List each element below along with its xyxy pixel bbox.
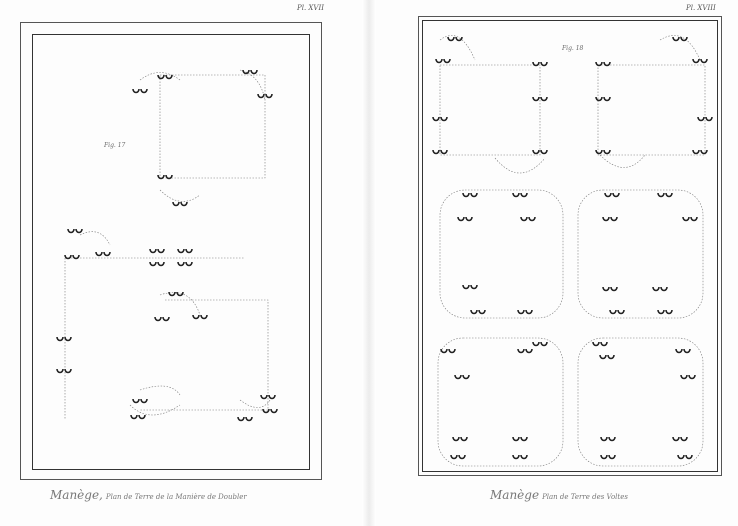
right-plate-inner-frame	[422, 20, 718, 472]
right-page	[376, 0, 738, 526]
right-hoof-prints	[433, 37, 712, 459]
right-plate-number: Pl. XVIII	[686, 4, 716, 12]
left-caption-text: Plan de Terre de la Manière de Doubler	[105, 493, 247, 501]
left-figure-label: Fig. 17	[103, 142, 126, 149]
left-plate-number: Pl. XVII	[297, 4, 324, 12]
left-page	[0, 0, 362, 526]
left-caption-title: Manège,	[50, 488, 103, 502]
right-caption-text: Plan de Terre des Voltes	[542, 493, 628, 501]
book-gutter	[362, 0, 376, 526]
right-track-lines	[437, 35, 706, 467]
right-figure-label: Fig. 18	[561, 45, 584, 52]
left-plate-frame	[20, 22, 322, 480]
left-caption: Manège,Plan de Terre de la Manière de Do…	[50, 484, 247, 503]
right-caption-title: Manège	[490, 488, 540, 502]
right-plate-frame	[418, 16, 722, 476]
left-plate-inner-frame	[32, 34, 310, 470]
left-track-lines	[64, 69, 271, 420]
left-hoof-prints	[57, 70, 277, 421]
